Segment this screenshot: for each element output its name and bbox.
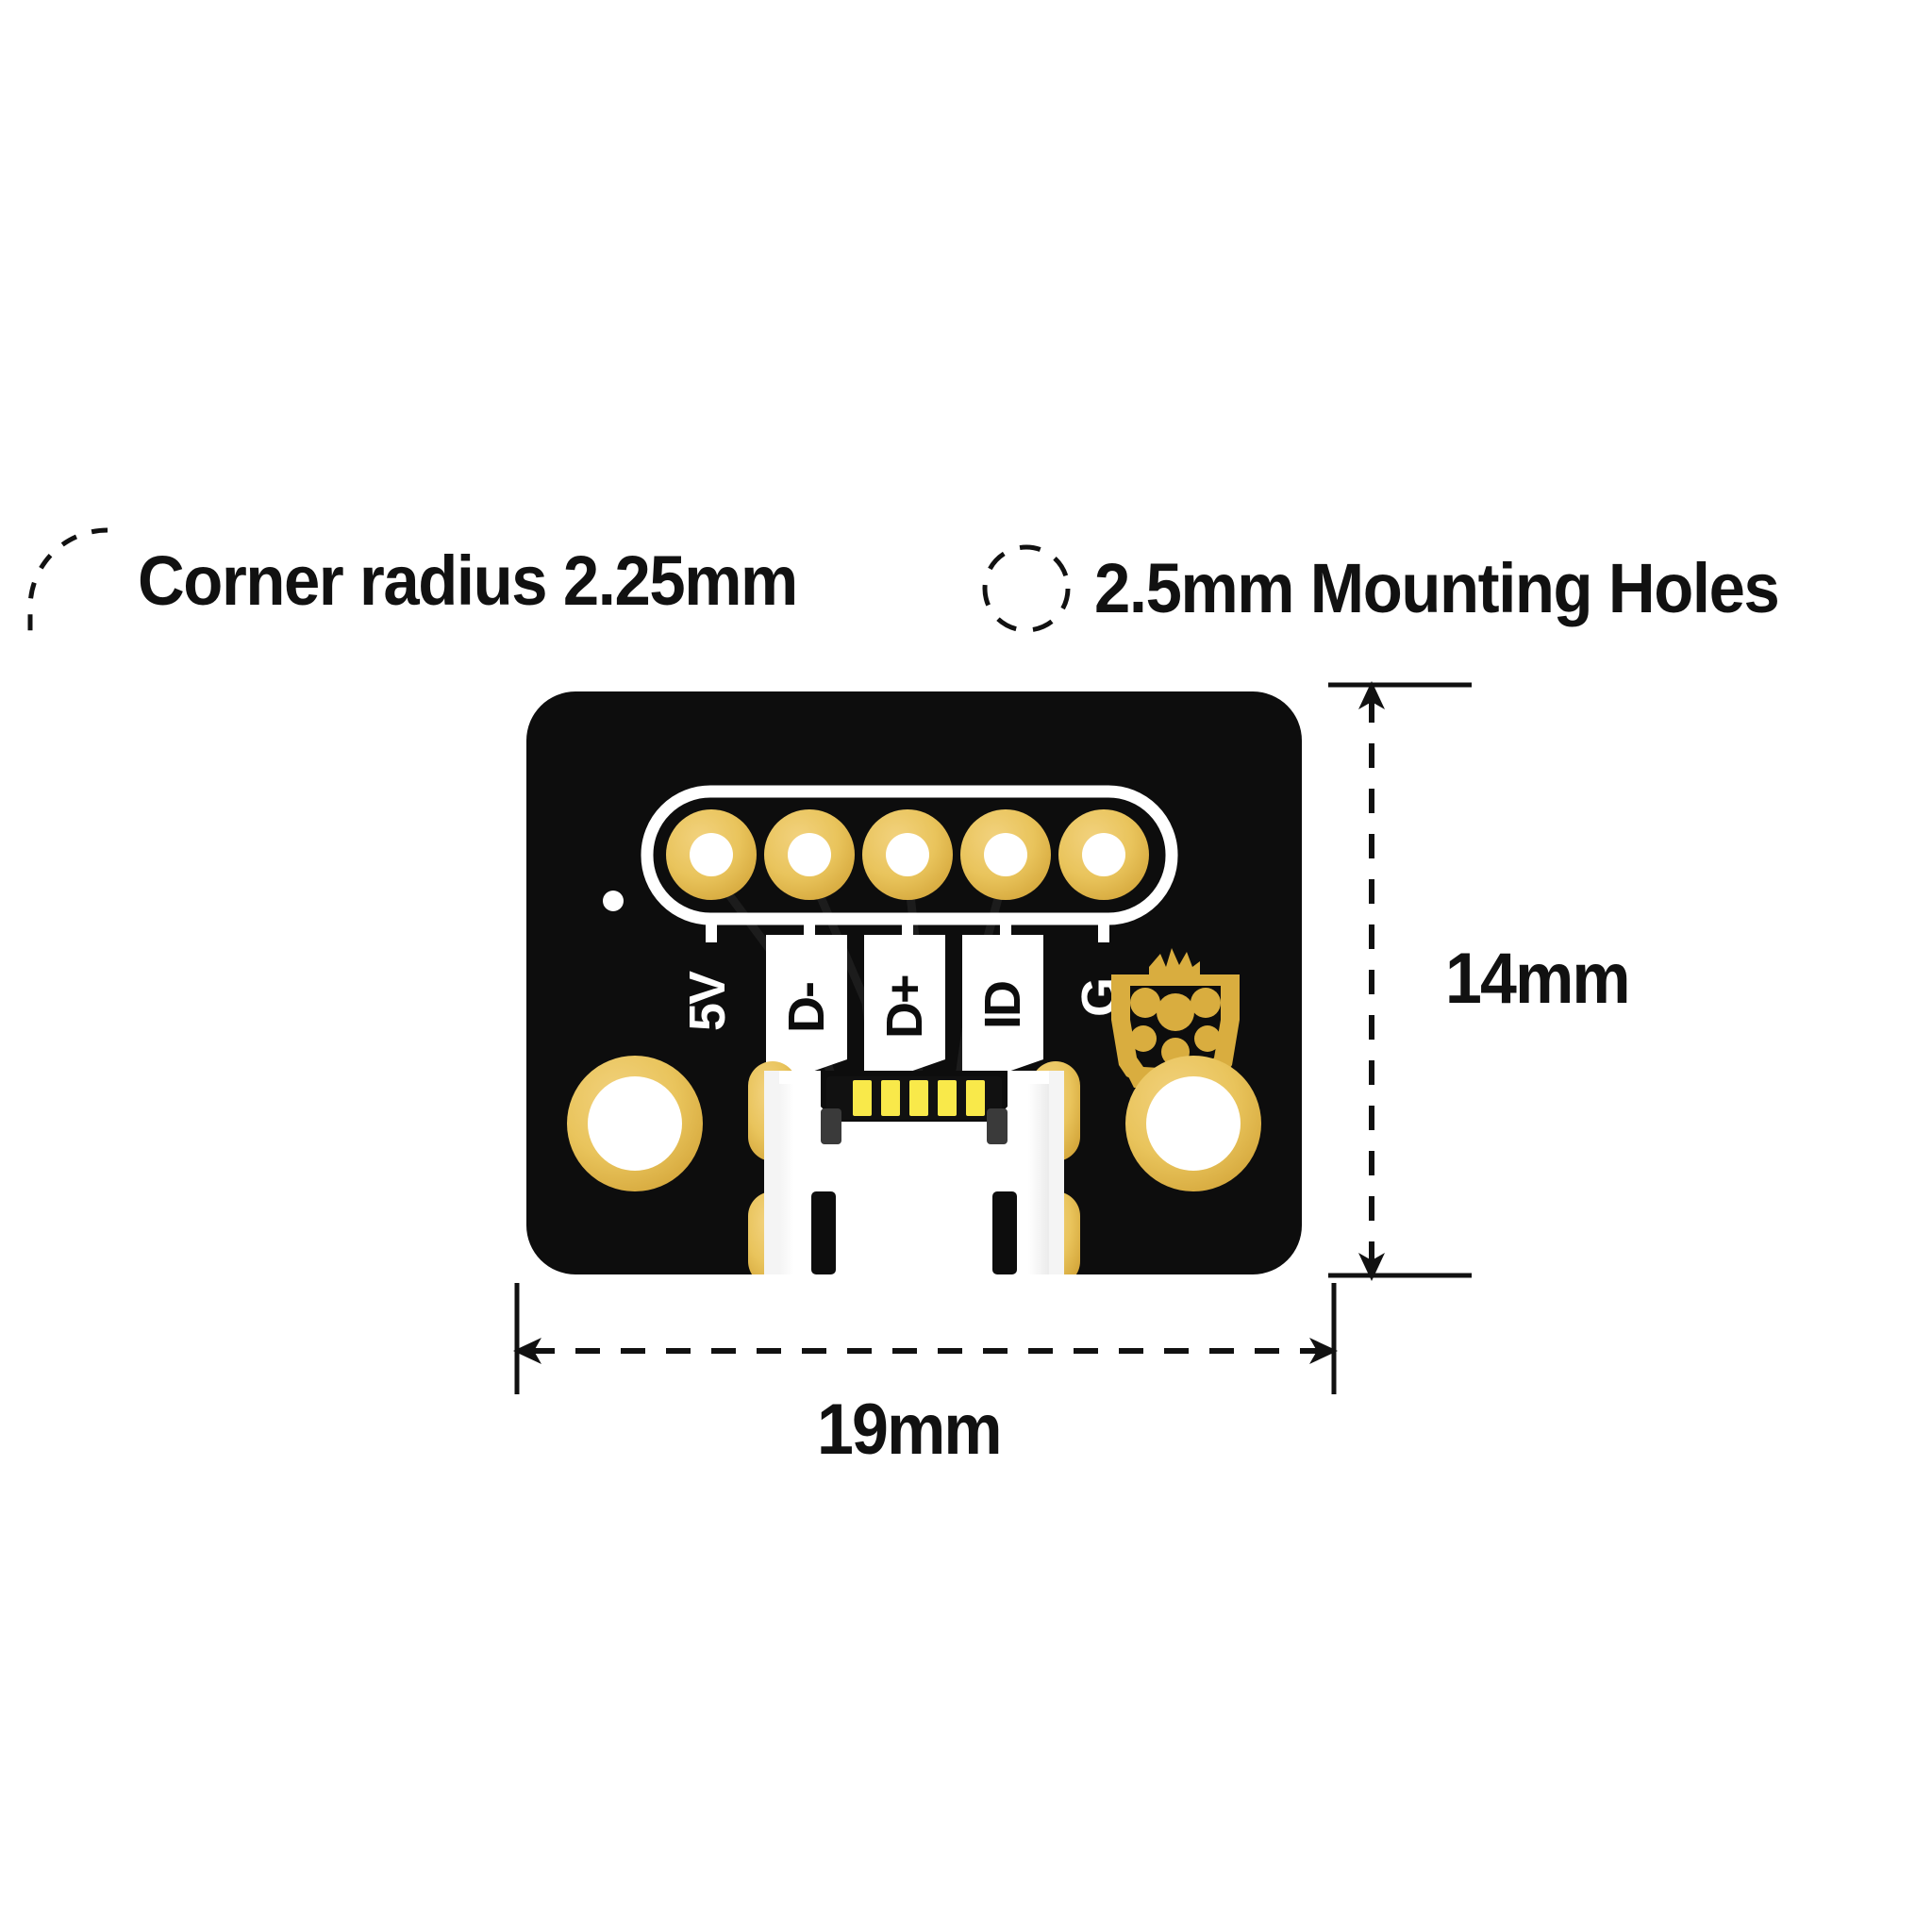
pin-label-5v: 5V xyxy=(679,971,736,1031)
header-pad-3 xyxy=(862,809,953,900)
header-pads xyxy=(666,809,1149,900)
legend-mounting-holes-label: 2.5mm Mounting Holes xyxy=(1094,549,1780,627)
pin-label-dminus: D- xyxy=(778,983,835,1033)
mounting-hole-right xyxy=(1125,1056,1261,1191)
dimension-width-19mm xyxy=(491,1283,1358,1396)
usb-micro-connector xyxy=(764,1071,1064,1274)
pin-labels: 5V D- D+ ID G xyxy=(679,971,1128,1039)
header-pad-2 xyxy=(764,809,855,900)
pin-label-flags xyxy=(766,935,1043,1088)
header-pad-4 xyxy=(960,809,1051,900)
dimension-height-14mm xyxy=(1328,660,1724,1302)
legend-row: Corner radius 2.25mm 2.5mm Mounting Hole… xyxy=(0,525,1932,666)
fiducial-dot xyxy=(603,891,624,911)
header-pad-5 xyxy=(1058,809,1149,900)
dimension-width-label: 19mm xyxy=(817,1390,1003,1470)
legend-mounting-holes: 2.5mm Mounting Holes xyxy=(981,532,1830,645)
pin-label-dplus: D+ xyxy=(876,975,933,1039)
pin-label-id: ID xyxy=(974,982,1031,1029)
mounting-hole-left xyxy=(567,1056,703,1191)
dimension-height-label: 14mm xyxy=(1445,939,1631,1019)
mounting-holes xyxy=(567,1056,1261,1191)
legend-corner-radius-label: Corner radius 2.25mm xyxy=(138,541,798,620)
legend-corner-radius: Corner radius 2.25mm xyxy=(25,525,846,638)
dashed-circle-icon xyxy=(981,532,1072,645)
header-pad-1 xyxy=(666,809,757,900)
pimoroni-pomegranate-logo xyxy=(1111,948,1240,1088)
pcb-board: 5V D- D+ ID G xyxy=(526,691,1302,1274)
dashed-corner-arc-icon xyxy=(25,525,115,638)
usb-contacts xyxy=(853,1080,985,1116)
